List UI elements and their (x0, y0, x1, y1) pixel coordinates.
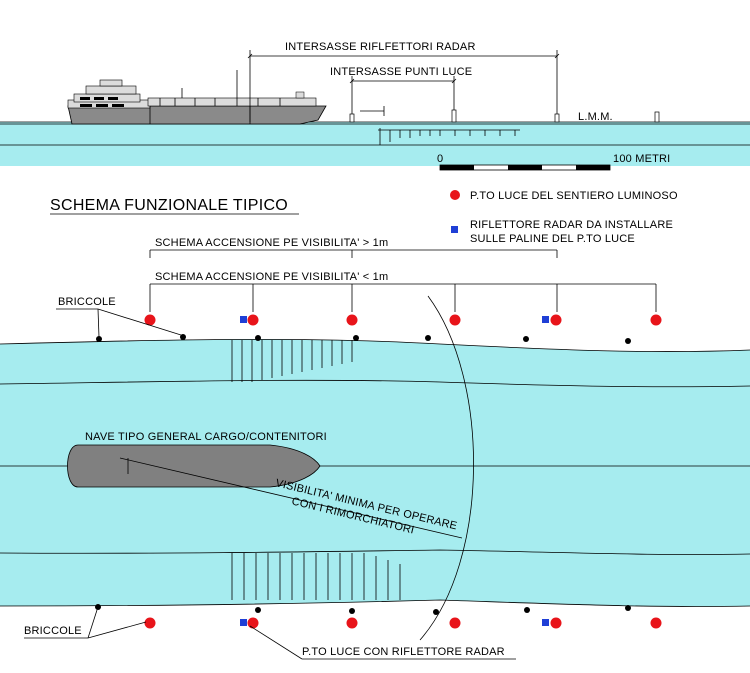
black-dot-icon (96, 336, 102, 342)
red-circle-icon (346, 617, 358, 629)
ship-side-view (67, 70, 327, 125)
black-dot-icon (524, 607, 530, 613)
legend: P.TO LUCE DEL SENTIERO LUMINOSO RIFLETTO… (450, 190, 678, 245)
briccole-bottom-callout: BRICCOLE (24, 609, 147, 639)
reflector-light-callout: P.TO LUCE CON RIFLETTORE RADAR (249, 625, 516, 660)
red-circle-icon (346, 314, 358, 326)
scale-end: 100 METRI (613, 153, 670, 165)
top-water-band (0, 122, 750, 166)
red-circle-icon (144, 314, 156, 326)
label-briccole-bottom: BRICCOLE (24, 625, 82, 637)
fairway-bottom-edge (0, 549, 750, 555)
blue-square-icon (542, 619, 549, 626)
black-dot-icon (523, 336, 529, 342)
visibility-arc (419, 295, 474, 641)
radar-spacing-dimension: INTERSASSE RIFLFETTORI RADAR (247, 41, 560, 122)
switch-on-below-1m: SCHEMA ACCENSIONE PE VISIBILITA' < 1m (149, 271, 657, 312)
blue-square-icon (451, 226, 458, 233)
visibility-leader (119, 457, 463, 539)
black-dot-icon (95, 604, 101, 610)
diagram-title: SCHEMA FUNZIONALE TIPICO (50, 197, 288, 214)
small-dimension (360, 106, 385, 116)
red-circle-icon (247, 314, 259, 326)
top-light-points (144, 314, 662, 326)
red-circle-icon (449, 617, 461, 629)
label-lmm: L.M.M. (578, 111, 613, 123)
channel-top-bank (0, 338, 750, 353)
red-circle-icon (144, 617, 156, 629)
legend-radar-line2: SULLE PALINE DEL P.TO LUCE (470, 233, 635, 245)
black-dot-icon (255, 335, 261, 341)
red-circle-icon (247, 617, 259, 629)
blue-square-icon (542, 316, 549, 323)
black-dot-icon (625, 338, 631, 344)
blue-square-icon (240, 316, 247, 323)
red-circle-icon (550, 617, 562, 629)
label-light-spacing: INTERSASSE PUNTI LUCE (330, 66, 472, 78)
label-radar-spacing: INTERSASSE RIFLFETTORI RADAR (285, 41, 476, 53)
top-depth-ticks (378, 128, 520, 145)
red-circle-icon (449, 314, 461, 326)
light-spacing-dimension: INTERSASSE PUNTI LUCE (330, 66, 472, 120)
label-light-with-reflector: P.TO LUCE CON RIFLETTORE RADAR (302, 646, 505, 658)
top-poles (349, 109, 660, 123)
bottom-briccole (95, 604, 631, 615)
black-dot-icon (180, 334, 186, 340)
black-dot-icon (353, 335, 359, 341)
ship-plan-view (67, 444, 321, 488)
black-dot-icon (349, 608, 355, 614)
label-below-1m: SCHEMA ACCENSIONE PE VISIBILITA' < 1m (155, 271, 388, 283)
black-dot-icon (425, 335, 431, 341)
legend-radar-line1: RIFLETTORE RADAR DA INSTALLARE (470, 219, 673, 231)
red-circle-icon (650, 617, 662, 629)
bottom-light-points (144, 617, 662, 629)
channel-bottom-bank (0, 599, 750, 607)
label-above-1m: SCHEMA ACCENSIONE PE VISIBILITA' > 1m (155, 237, 388, 249)
briccole-top-callout: BRICCOLE (56, 296, 182, 338)
legend-light-point: P.TO LUCE DEL SENTIERO LUMINOSO (470, 190, 678, 202)
red-circle-icon (550, 314, 562, 326)
label-briccole-top: BRICCOLE (58, 296, 116, 308)
channel-water (0, 339, 750, 607)
scale-bar: 0 100 METRI (437, 153, 670, 171)
top-briccole (96, 334, 631, 344)
black-dot-icon (255, 607, 261, 613)
fairway-top-edge (0, 379, 750, 388)
label-ship: NAVE TIPO GENERAL CARGO/CONTENITORI (85, 431, 327, 443)
red-circle-icon (650, 314, 662, 326)
black-dot-icon (433, 609, 439, 615)
red-circle-icon (450, 190, 460, 200)
blue-square-icon (240, 619, 247, 626)
bottom-hatch-zone (231, 553, 401, 600)
black-dot-icon (625, 605, 631, 611)
scale-zero: 0 (437, 153, 443, 165)
top-hatch-zone (231, 340, 353, 382)
switch-on-above-1m: SCHEMA ACCENSIONE PE VISIBILITA' > 1m (149, 237, 558, 258)
